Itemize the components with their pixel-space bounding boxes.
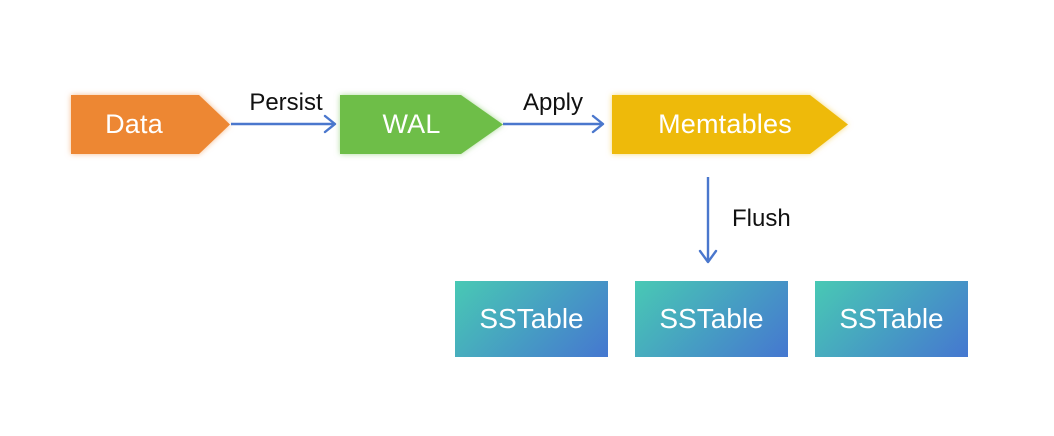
flush-edge-label: Flush: [732, 205, 791, 232]
flush-arrow: [698, 177, 718, 264]
node-sstable-3: SSTable: [815, 281, 968, 357]
node-wal-wrapper: WAL: [340, 95, 503, 154]
apply-edge-label: Apply: [522, 89, 584, 116]
node-sstable-2-label: SSTable: [659, 303, 764, 334]
apply-arrow: [503, 114, 605, 134]
persist-edge-label: Persist: [249, 89, 323, 116]
node-sstable-1: SSTable: [455, 281, 608, 357]
node-memtables-wrapper: Memtables: [612, 95, 848, 154]
node-memtables-label: Memtables: [658, 109, 792, 139]
node-sstable-1-label: SSTable: [479, 303, 584, 334]
node-wal-label: WAL: [382, 109, 441, 139]
node-data: Data: [71, 95, 230, 154]
node-sstable-2: SSTable: [635, 281, 788, 357]
persist-arrow: [231, 114, 337, 134]
node-data-label: Data: [105, 109, 163, 139]
node-wal: WAL: [340, 95, 503, 154]
node-sstable-3-label: SSTable: [839, 303, 944, 334]
node-data-wrapper: Data: [71, 95, 230, 154]
node-memtables: Memtables: [612, 95, 848, 154]
